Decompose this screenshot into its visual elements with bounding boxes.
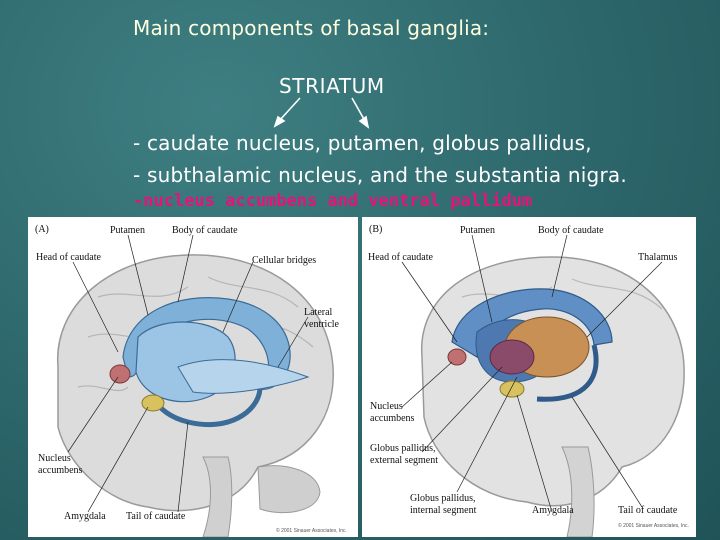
tail-of-caudate-b: [536, 344, 599, 402]
label-head-of-caudate-b: Head of caudate: [368, 252, 433, 263]
globus-pallidus-b: [489, 339, 535, 375]
striatum-arrows: [273, 97, 370, 129]
arrow-right: [351, 97, 366, 122]
amygdala-a: [141, 394, 165, 412]
label-nucleus-a: Nucleus: [38, 453, 71, 464]
label-globus-external-1-b: Globus pallidus,: [370, 443, 436, 454]
slide-title: Main components of basal ganglia:: [133, 16, 490, 40]
label-body-of-caudate-a: Body of caudate: [172, 225, 238, 236]
label-body-of-caudate-b: Body of caudate: [538, 225, 604, 236]
striatum-label: STRIATUM: [279, 74, 385, 98]
nucleus-accumbens-a: [109, 364, 131, 384]
components-line-1: - caudate nucleus, putamen, globus palli…: [133, 131, 592, 155]
cerebellum-a: [257, 465, 321, 514]
label-ventricle-a: ventricle: [304, 319, 339, 330]
label-accumbens-b: accumbens: [370, 413, 415, 424]
panel-a-tag: (A): [35, 224, 49, 235]
copyright-a: © 2001 Sinauer Associates, Inc.: [276, 528, 347, 534]
figure-panel-a: (A) Putamen Body of caudate Head of caud…: [28, 217, 358, 537]
label-accumbens-a: accumbens: [38, 465, 83, 476]
brainstem-b: [561, 446, 595, 537]
figure-panel-b: (B) Putamen Body of caudate Head of caud…: [362, 217, 696, 537]
label-amygdala-a: Amygdala: [64, 511, 106, 522]
label-nucleus-b: Nucleus: [370, 401, 403, 412]
nucleus-accumbens-b: [447, 348, 467, 366]
components-line-2: - subthalamic nucleus, and the substanti…: [133, 163, 627, 187]
label-cellular-bridges-a: Cellular bridges: [252, 255, 317, 266]
lateral-ventricle-a: [177, 359, 310, 394]
label-putamen-a: Putamen: [110, 225, 145, 236]
amygdala-b: [499, 380, 525, 398]
arrow-left: [278, 97, 301, 122]
components-line-3: -nucleus accumbens and ventral pallidum: [133, 191, 533, 211]
brain-illustration-a: [57, 234, 334, 537]
brain-illustration-b: [401, 234, 685, 537]
label-globus-external-2-b: external segment: [370, 455, 439, 466]
label-putamen-b: Putamen: [460, 225, 495, 236]
panel-b-tag: (B): [369, 224, 383, 235]
copyright-b: © 2001 Sinauer Associates, Inc.: [618, 523, 689, 529]
label-thalamus-b: Thalamus: [638, 252, 678, 263]
caudate-b: [451, 288, 613, 358]
label-globus-internal-1-b: Globus pallidus,: [410, 493, 476, 504]
label-head-of-caudate-a: Head of caudate: [36, 252, 101, 263]
label-globus-internal-2-b: internal segment: [410, 505, 477, 516]
label-tail-of-caudate-a: Tail of caudate: [126, 511, 186, 522]
brainstem-a: [202, 456, 233, 537]
label-tail-of-caudate-b: Tail of caudate: [618, 505, 678, 516]
label-amygdala-b: Amygdala: [532, 505, 574, 516]
label-lateral-a: Lateral: [304, 307, 333, 318]
